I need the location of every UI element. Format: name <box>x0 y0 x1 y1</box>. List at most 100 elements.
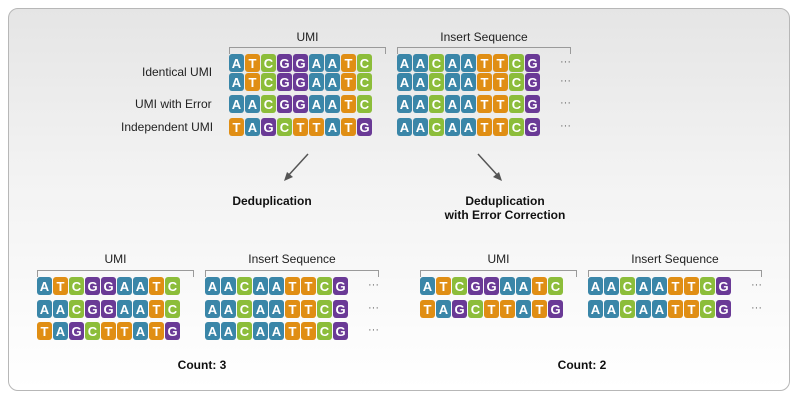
nucleotide-A: A <box>604 277 619 295</box>
nucleotide-T: T <box>293 118 308 136</box>
top-insert-header: Insert Sequence <box>440 30 528 44</box>
nucleotide-A: A <box>461 54 476 72</box>
nucleotide-T: T <box>493 95 508 113</box>
nucleotide-C: C <box>277 118 292 136</box>
nucleotide-A: A <box>37 277 52 295</box>
nucleotide-C: C <box>85 322 100 340</box>
dedup-title: Deduplication <box>232 194 312 208</box>
nucleotide-C: C <box>509 73 524 91</box>
nucleotide-A: A <box>636 300 651 318</box>
nucleotide-C: C <box>237 322 252 340</box>
nucleotide-C: C <box>165 300 180 318</box>
nucleotide-C: C <box>620 300 635 318</box>
nucleotide-T: T <box>341 118 356 136</box>
nucleotide-T: T <box>309 118 324 136</box>
left-insert-bracket <box>205 270 379 277</box>
nucleotide-G: G <box>85 277 100 295</box>
nucleotide-C: C <box>69 277 84 295</box>
nucleotide-A: A <box>652 277 667 295</box>
nucleotide-C: C <box>700 277 715 295</box>
nucleotide-G: G <box>69 322 84 340</box>
nucleotide-A: A <box>516 300 531 318</box>
nucleotide-A: A <box>117 277 132 295</box>
nucleotide-G: G <box>525 54 540 72</box>
nucleotide-T: T <box>117 322 132 340</box>
nucleotide-T: T <box>477 95 492 113</box>
nucleotide-A: A <box>588 277 603 295</box>
nucleotide-A: A <box>205 322 220 340</box>
right-insert-header: Insert Sequence <box>631 252 719 266</box>
nucleotide-T: T <box>245 73 260 91</box>
nucleotide-T: T <box>341 73 356 91</box>
nucleotide-A: A <box>253 300 268 318</box>
nucleotide-T: T <box>149 300 164 318</box>
nucleotide-A: A <box>445 73 460 91</box>
nucleotide-C: C <box>357 73 372 91</box>
nucleotide-A: A <box>436 300 451 318</box>
nucleotide-A: A <box>461 118 476 136</box>
right-count: Count: 2 <box>557 358 607 372</box>
nucleotide-A: A <box>397 118 412 136</box>
nucleotide-T: T <box>684 277 699 295</box>
top-umi-header: UMI <box>296 30 319 44</box>
nucleotide-A: A <box>445 95 460 113</box>
nucleotide-T: T <box>668 300 683 318</box>
nucleotide-G: G <box>525 95 540 113</box>
nucleotide-G: G <box>525 73 540 91</box>
nucleotide-A: A <box>413 54 428 72</box>
nucleotide-A: A <box>652 300 667 318</box>
top-insert-bracket <box>397 47 571 54</box>
nucleotide-T: T <box>285 300 300 318</box>
nucleotide-A: A <box>229 54 244 72</box>
nucleotide-C: C <box>700 300 715 318</box>
ellipsis: ··· <box>368 279 379 291</box>
nucleotide-A: A <box>588 300 603 318</box>
nucleotide-T: T <box>245 54 260 72</box>
nucleotide-A: A <box>205 300 220 318</box>
nucleotide-A: A <box>133 300 148 318</box>
left-count: Count: 3 <box>177 358 227 372</box>
nucleotide-A: A <box>133 322 148 340</box>
nucleotide-T: T <box>668 277 683 295</box>
nucleotide-G: G <box>716 300 731 318</box>
dedup-ec-title-line2: with Error Correction <box>444 208 566 222</box>
nucleotide-A: A <box>253 277 268 295</box>
nucleotide-A: A <box>413 73 428 91</box>
nucleotide-T: T <box>285 322 300 340</box>
right-umi-bracket <box>420 270 577 277</box>
nucleotide-A: A <box>500 277 515 295</box>
ellipsis: ··· <box>560 120 571 132</box>
nucleotide-G: G <box>525 118 540 136</box>
nucleotide-T: T <box>493 73 508 91</box>
nucleotide-A: A <box>245 118 260 136</box>
nucleotide-C: C <box>509 95 524 113</box>
left-insert-header: Insert Sequence <box>248 252 336 266</box>
nucleotide-A: A <box>269 322 284 340</box>
nucleotide-T: T <box>341 54 356 72</box>
top-umi-bracket <box>229 47 386 54</box>
nucleotide-G: G <box>85 300 100 318</box>
nucleotide-T: T <box>436 277 451 295</box>
nucleotide-T: T <box>477 54 492 72</box>
nucleotide-C: C <box>261 54 276 72</box>
nucleotide-A: A <box>205 277 220 295</box>
ellipsis: ··· <box>368 302 379 314</box>
nucleotide-G: G <box>101 300 116 318</box>
nucleotide-C: C <box>429 73 444 91</box>
nucleotide-G: G <box>261 118 276 136</box>
dedup-ec-title-line1: Deduplication <box>465 194 545 208</box>
nucleotide-C: C <box>237 277 252 295</box>
nucleotide-T: T <box>149 322 164 340</box>
nucleotide-A: A <box>461 95 476 113</box>
nucleotide-A: A <box>445 54 460 72</box>
nucleotide-C: C <box>429 54 444 72</box>
nucleotide-T: T <box>229 118 244 136</box>
